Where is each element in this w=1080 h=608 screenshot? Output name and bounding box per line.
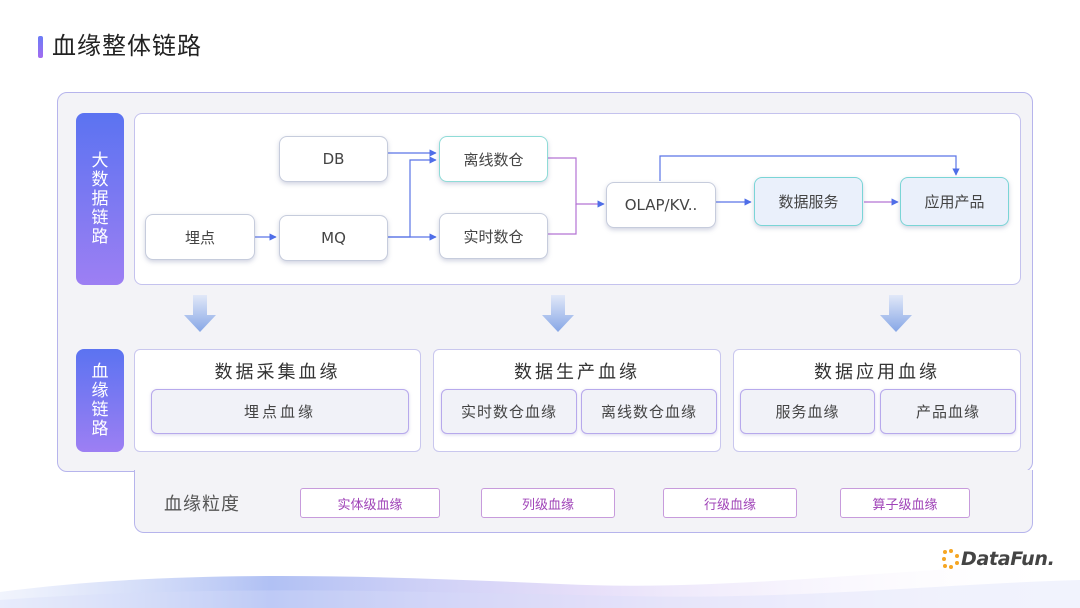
down-arrow-icon [880, 295, 912, 332]
lineage-item-tracking: 埋点血缘 [151, 389, 409, 434]
node-data-service: 数据服务 [754, 177, 863, 226]
logo-dots-icon [942, 549, 959, 569]
node-offline-warehouse: 离线数仓 [439, 136, 548, 182]
lineage-panel-title: 数据应用血缘 [814, 362, 940, 383]
granularity-item-row: 行级血缘 [663, 488, 797, 518]
lineage-panel-title: 数据采集血缘 [214, 362, 341, 383]
lineage-item-realtime-warehouse: 实时数仓血缘 [441, 389, 577, 434]
datafun-logo: DataFun. [941, 548, 1055, 570]
lineage-item-product: 产品血缘 [880, 389, 1016, 434]
node-db: DB [279, 136, 388, 182]
node-olap-kv: OLAP/KV.. [606, 182, 716, 228]
lineage-chain-label: 血缘链路 [76, 349, 124, 452]
granularity-item-operator: 算子级血缘 [840, 488, 970, 518]
lineage-panel-collection: 数据采集血缘 埋点血缘 [134, 349, 421, 452]
node-realtime-warehouse: 实时数仓 [439, 213, 548, 259]
lineage-chain-label-text: 血缘链路 [91, 361, 109, 439]
big-data-chain-label-text: 大数据链路 [91, 150, 109, 247]
logo-text: DataFun. [961, 548, 1055, 570]
down-arrow-icon [184, 295, 216, 332]
lineage-panel-production: 数据生产血缘 实时数仓血缘 离线数仓血缘 [433, 349, 721, 452]
title-accent-bar [38, 36, 43, 58]
node-app-product: 应用产品 [900, 177, 1009, 226]
lineage-item-service: 服务血缘 [740, 389, 875, 434]
down-arrow-icon [542, 295, 574, 332]
granularity-item-entity: 实体级血缘 [300, 488, 440, 518]
page-title: 血缘整体链路 [52, 32, 202, 60]
lineage-panel-title: 数据生产血缘 [514, 362, 640, 383]
big-data-chain-label: 大数据链路 [76, 113, 124, 285]
granularity-item-column: 列级血缘 [481, 488, 615, 518]
lineage-panel-application: 数据应用血缘 服务血缘 产品血缘 [733, 349, 1021, 452]
granularity-label: 血缘粒度 [164, 494, 240, 515]
lineage-item-offline-warehouse: 离线数仓血缘 [581, 389, 717, 434]
decorative-wave [0, 562, 1080, 608]
node-mq: MQ [279, 215, 388, 261]
node-tracking: 埋点 [145, 214, 255, 260]
